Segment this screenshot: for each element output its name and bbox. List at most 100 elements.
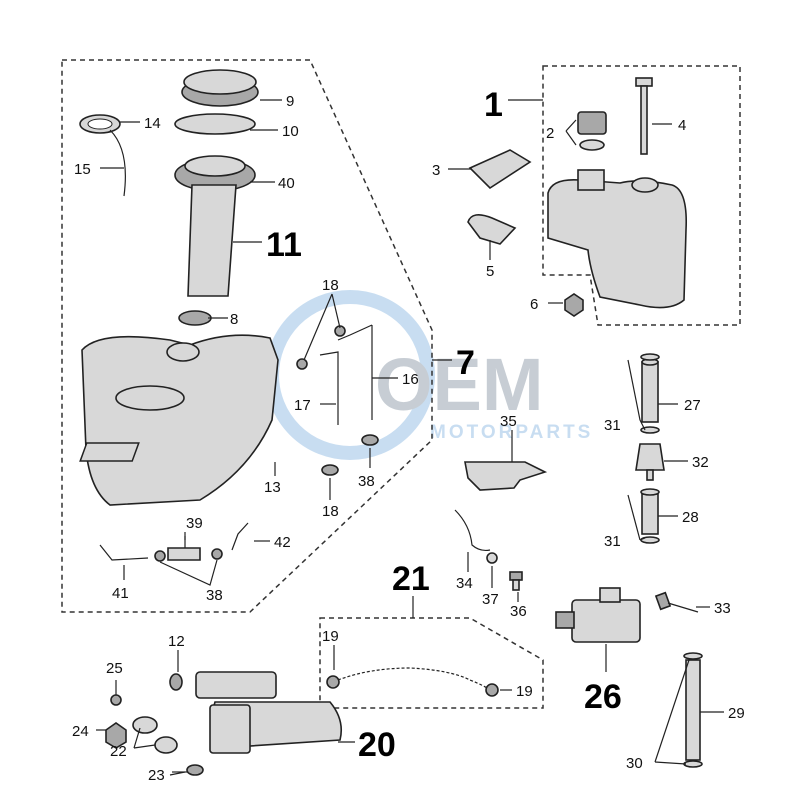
callout-32: 32 (692, 454, 709, 471)
callout-37: 37 (482, 591, 499, 608)
callout-10: 10 (282, 123, 299, 140)
vacuum-valve[interactable] (555, 587, 641, 643)
clip-30-top[interactable] (683, 652, 703, 660)
callout-34: 34 (456, 575, 473, 592)
callout-31-bottom: 31 (604, 533, 621, 550)
callout-27: 27 (684, 397, 701, 414)
screw-23[interactable] (169, 764, 204, 776)
callout-13: 13 (264, 479, 281, 496)
fuel-cap[interactable] (181, 69, 259, 107)
callout-39: 39 (186, 515, 203, 532)
oil-tank-grommet[interactable] (468, 149, 532, 190)
fuel-hose-21[interactable] (337, 667, 491, 691)
callout-9: 9 (286, 93, 294, 110)
callout-31-top: 31 (604, 417, 621, 434)
fuel-pipe-28[interactable] (641, 493, 659, 535)
watermark: OEM MOTORPARTS (265, 290, 593, 460)
filler-neck-flange[interactable] (174, 155, 256, 192)
cap-gasket[interactable] (174, 113, 256, 135)
callout-25: 25 (106, 660, 123, 677)
callout-8: 8 (230, 311, 238, 328)
callout-19-left: 19 (322, 628, 339, 645)
watermark-sub: MOTORPARTS (430, 422, 593, 443)
callout-30: 30 (626, 755, 643, 772)
callout-2: 2 (546, 125, 554, 142)
callout-18-top: 18 (322, 277, 339, 294)
callout-24: 24 (72, 723, 89, 740)
hose-group-outline (319, 617, 544, 709)
tank-mount-plate[interactable] (79, 442, 140, 462)
screw-33[interactable] (654, 591, 699, 613)
fuel-pipe-27[interactable] (641, 358, 659, 423)
fuel-tank[interactable] (81, 334, 279, 506)
callout-23: 23 (148, 767, 165, 784)
callout-6: 6 (530, 296, 538, 313)
callout-19-right: 19 (516, 683, 533, 700)
callout-16: 16 (402, 371, 419, 388)
wire-34[interactable] (454, 509, 491, 552)
tank-filler-boss (166, 342, 200, 362)
drain-tube[interactable] (109, 129, 126, 197)
callout-36: 36 (510, 603, 527, 620)
clip-31-mid[interactable] (640, 426, 660, 434)
filler-pipe[interactable] (187, 184, 237, 297)
callout-28: 28 (682, 509, 699, 526)
callout-35: 35 (500, 413, 517, 430)
cap-25[interactable] (110, 694, 122, 706)
bushing-22[interactable] (154, 736, 178, 754)
leader-lines (96, 99, 724, 773)
washer-37[interactable] (486, 552, 498, 564)
hose-clip-b[interactable] (296, 358, 308, 370)
callout-26: 26 (584, 678, 622, 716)
oil-tank-bracket[interactable] (467, 214, 517, 245)
callout-38-bottom: 38 (206, 587, 223, 604)
clip-12[interactable] (169, 673, 183, 691)
clip-right[interactable] (211, 548, 223, 560)
nut-24[interactable] (105, 722, 127, 749)
callout-labels: 9 10 14 15 40 11 8 18 16 17 7 38 18 13 4… (72, 86, 745, 784)
hose-clip-c[interactable] (361, 434, 379, 446)
t-connector[interactable] (167, 547, 201, 561)
callout-18-bottom: 18 (322, 503, 339, 520)
fuel-filter[interactable] (635, 443, 665, 471)
hose-clip-d[interactable] (321, 464, 339, 476)
dipstick[interactable] (635, 77, 653, 155)
grommet-22[interactable] (132, 716, 158, 734)
bolt-36[interactable] (509, 571, 523, 591)
mounting-bracket-35[interactable] (464, 461, 548, 491)
callout-42: 42 (274, 534, 291, 551)
hose-42[interactable] (231, 522, 249, 551)
callout-41: 41 (112, 585, 129, 602)
clip-19-left[interactable] (326, 675, 340, 689)
callout-12: 12 (168, 633, 185, 650)
callout-3: 3 (432, 162, 440, 179)
oil-tank-nut[interactable] (564, 293, 584, 317)
callout-20: 20 (358, 726, 396, 764)
fuel-tank-group-outline (61, 59, 433, 613)
clip-left[interactable] (154, 550, 166, 562)
clip-30-bottom[interactable] (683, 760, 703, 768)
sender-ring[interactable] (79, 114, 121, 134)
fuel-pipe-29[interactable] (685, 659, 701, 761)
oil-cap[interactable] (577, 111, 607, 151)
callout-22: 22 (110, 743, 127, 760)
clip-31-top[interactable] (640, 353, 660, 361)
callout-14: 14 (144, 115, 161, 132)
callout-38-top: 38 (358, 473, 375, 490)
oil-tank[interactable] (547, 178, 688, 309)
callout-7: 7 (456, 344, 475, 382)
vent-hose-17[interactable] (319, 351, 339, 425)
fuel-hose-41[interactable] (99, 544, 149, 561)
oil-tank-group-outline (542, 65, 741, 326)
callout-40: 40 (278, 175, 295, 192)
clip-31-lower[interactable] (640, 488, 660, 496)
fuel-pump[interactable] (195, 671, 343, 754)
tank-pump-seat (115, 385, 185, 411)
pipe-clamp[interactable] (178, 310, 212, 326)
clip-19-right[interactable] (485, 683, 499, 697)
callout-4: 4 (678, 117, 686, 134)
vent-hose-upper[interactable] (337, 324, 373, 341)
oil-tank-boss (631, 177, 659, 193)
